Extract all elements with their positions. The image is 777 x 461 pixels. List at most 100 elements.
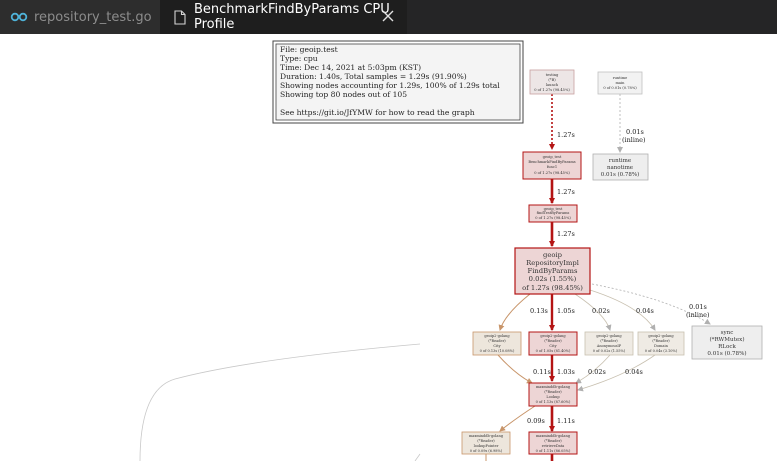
node-label: City [493, 344, 500, 348]
node-label: geoip [543, 251, 563, 259]
graph-node-benchmark-func1[interactable]: geoip_test BenchmarkFindByParams func1 0… [522, 151, 582, 180]
node-label: 0 of 1.27s (98.45%) [534, 171, 570, 175]
legend-line: Showing nodes accounting for 1.29s, 100%… [280, 81, 500, 90]
edge-label: 1.27s [557, 131, 575, 139]
graph-node-geoip2-anonymous-ip[interactable]: geoip2-golang (*Reader) AnonymousIP 0 of… [584, 331, 634, 356]
node-label: 0 of 1.27s (98.45%) [535, 216, 571, 220]
node-label: Domain [654, 344, 668, 348]
graph-edge[interactable] [499, 405, 536, 432]
edge-label: 1.03s [557, 368, 575, 376]
graph-node-geoip2-city-b[interactable]: geoip2-golang (*Reader) City 0 of 1.05s … [528, 331, 578, 356]
node-label: 0.01s (0.78%) [601, 171, 640, 178]
node-label: maxminddb-golang [536, 385, 571, 389]
tab-label: BenchmarkFindByParams CPU Profile [193, 2, 390, 32]
node-label: (*Reader) [652, 339, 670, 343]
node-label: maxminddb-golang [469, 434, 504, 438]
node-label: 0 of 0.02s (1.55%) [593, 349, 626, 353]
node-label: geoip_test [543, 155, 562, 159]
edge-label: 0.04s [636, 307, 654, 315]
node-label: City [549, 344, 556, 348]
node-label: 0 of 1.05s (81.40%) [536, 349, 571, 353]
legend-line: Type: cpu [280, 54, 318, 63]
node-label: (*Reader) [477, 439, 495, 443]
node-label: RLock [718, 344, 736, 350]
graph-edge[interactable] [414, 453, 421, 461]
node-label: 0 of 1.11s (86.05%) [536, 449, 571, 453]
node-label: (*Reader) [600, 339, 618, 343]
graph-node-geoip2-city-a[interactable]: geoip2-golang (*Reader) City 0 of 0.13s … [472, 331, 522, 356]
edge-label: 1.27s [557, 188, 575, 196]
file-icon [172, 9, 188, 25]
graph-edge[interactable] [574, 293, 612, 331]
graph-node-maxminddb-lookup[interactable]: maxminddb-golang (*Reader) Lookup 0 of 1… [528, 382, 578, 407]
node-label: 0.02s (1.55%) [529, 275, 577, 283]
node-label: lookupPointer [474, 444, 499, 448]
graph-legend: File: geoip.test Type: cpu Time: Dec 14,… [272, 40, 524, 124]
node-label: 0 of 0.13s (10.08%) [480, 349, 515, 353]
node-label: main [615, 81, 625, 85]
close-icon[interactable] [381, 9, 395, 23]
node-label: maxminddb-golang [536, 434, 571, 438]
node-label: (*Reader) [488, 339, 506, 343]
edge-label: (inline) [686, 311, 710, 319]
tab-repository-test[interactable]: repository_test.go [0, 0, 160, 34]
tab-label: repository_test.go [34, 9, 152, 25]
graph-edge[interactable] [589, 289, 656, 331]
edge-label: 0.01s [626, 128, 644, 136]
edge-label: 1.05s [557, 307, 575, 315]
node-label: AnonymousIP [596, 344, 622, 348]
graph-edge[interactable] [575, 354, 611, 384]
node-label: geoip2-golang [540, 334, 566, 338]
node-label: (*RWMutex) [709, 336, 744, 343]
graph-edge[interactable] [497, 354, 533, 384]
node-label: 0 of 0.09s (6.98%) [470, 449, 503, 453]
legend-line: See https://git.io/JfYMW for how to read… [280, 108, 475, 117]
node-label: testing [546, 73, 559, 77]
node-label: 0 of 0.04s (3.10%) [645, 349, 678, 353]
graph-nodes: testing (*B) launch 0 of 1.27s (98.45%) … [461, 69, 763, 455]
legend-line: Showing top 80 nodes out of 105 [280, 90, 407, 99]
edge-label: 0.09s [527, 417, 545, 425]
legend-line: File: geoip.test [280, 45, 338, 54]
node-label: Lookup [546, 395, 560, 399]
graph-edge[interactable] [591, 283, 711, 325]
node-label: FindByParams [527, 267, 578, 275]
edge-label: (inline) [622, 136, 646, 144]
tab-cpu-profile[interactable]: BenchmarkFindByParams CPU Profile [160, 0, 407, 34]
node-label: launch [546, 83, 559, 87]
node-label: geoip_test [544, 207, 563, 211]
node-label: 0.01s (0.78%) [707, 350, 746, 357]
node-label: runtime [613, 76, 627, 80]
graph-node-sync-rlock[interactable]: sync (*RWMutex) RLock 0.01s (0.78%) [691, 325, 763, 360]
graph-node-maxminddb-lookup-pointer[interactable]: maxminddb-golang (*Reader) lookupPointer… [461, 431, 511, 455]
graph-edge[interactable] [498, 293, 531, 331]
node-label: func1 [547, 165, 557, 169]
node-label: BenchmarkFindByParams [528, 160, 575, 164]
graph-node-runtime-nanotime[interactable]: runtime nanotime 0.01s (0.78%) [592, 153, 649, 181]
edge-label: 0.04s [625, 368, 643, 376]
graph-edge[interactable] [139, 343, 421, 461]
node-label: retrieveData [542, 444, 564, 448]
edge-label: 0.02s [592, 307, 610, 315]
edge-label: 1.27s [557, 230, 575, 238]
edge-label: 1.11s [557, 417, 575, 425]
node-label: (*B) [548, 78, 556, 82]
graph-node-repository-find-by-params[interactable]: geoip RepositoryImpl FindByParams 0.02s … [514, 247, 591, 295]
legend-line: Time: Dec 14, 2021 at 5:03pm (KST) [280, 63, 421, 72]
edge-label: 0.02s [588, 368, 606, 376]
graph-node-testing[interactable]: testing (*B) launch 0 of 1.27s (98.45%) [529, 69, 575, 95]
graph-node-geoip2-domain[interactable]: geoip2-golang (*Reader) Domain 0 of 0.04… [637, 331, 685, 356]
node-label: of 1.27s (98.45%) [522, 284, 583, 292]
node-label: geoip2-golang [484, 334, 510, 338]
node-label: 0 of 0.01s (0.78%) [603, 86, 637, 90]
node-label: nanotime [607, 165, 633, 171]
profile-graph-canvas[interactable]: File: geoip.test Type: cpu Time: Dec 14,… [0, 34, 777, 461]
graph-node-find-test-by-params[interactable]: geoip_test findTestByParams 0 of 1.27s (… [528, 204, 578, 223]
graph-node-runtime-main[interactable]: runtime main 0 of 0.01s (0.78%) [597, 71, 643, 95]
node-label: (*Reader) [544, 439, 562, 443]
graph-edge[interactable] [577, 354, 656, 392]
node-label: 0 of 1.27s (98.45%) [534, 88, 570, 92]
editor-tab-bar: repository_test.go BenchmarkFindByParams… [0, 0, 777, 34]
graph-node-maxminddb-retrieve-data[interactable]: maxminddb-golang (*Reader) retrieveData … [528, 431, 578, 455]
node-label: 0 of 1.13s (87.60%) [536, 400, 571, 404]
